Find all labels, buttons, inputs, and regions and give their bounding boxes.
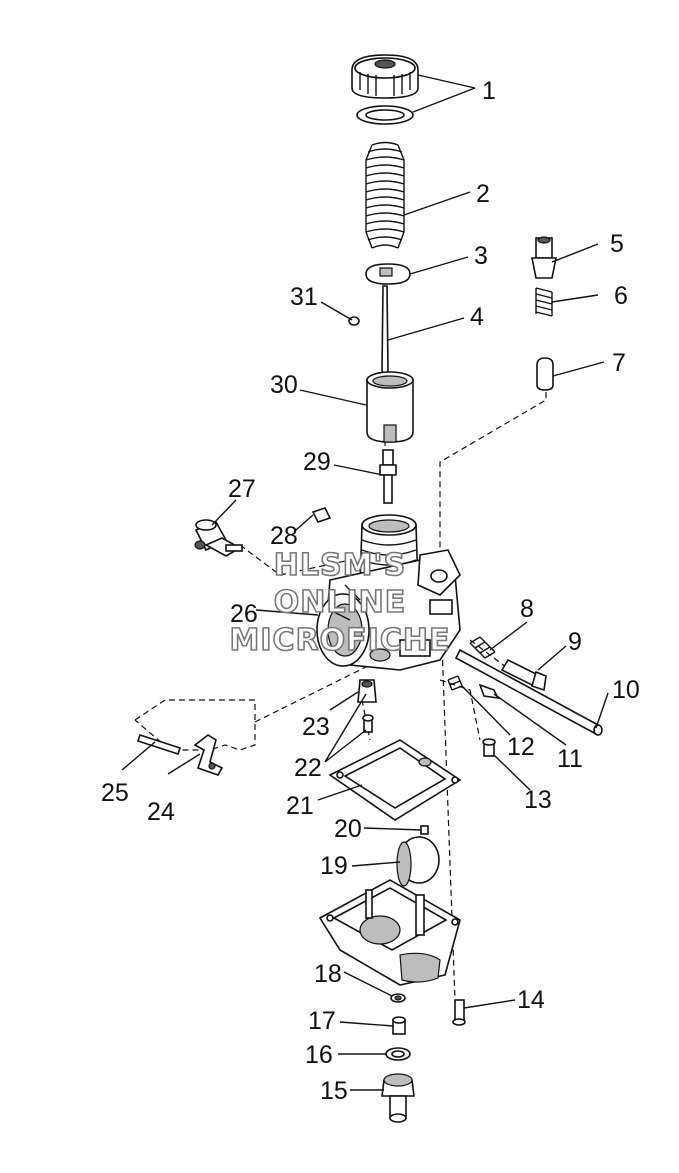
callout-20: 20 (334, 815, 362, 843)
part-20-pin (420, 825, 429, 835)
part-9-pilot-screw (500, 658, 547, 692)
callout-labels: 1 2 3 4 5 6 7 8 9 10 11 12 13 14 15 16 1… (101, 77, 640, 1105)
part-24-float-arm (193, 734, 224, 776)
part-18-washer (390, 993, 406, 1003)
part-22-jet (362, 714, 374, 733)
part-2-spring (365, 141, 405, 249)
callout-31: 31 (290, 283, 318, 311)
callout-14: 14 (517, 986, 545, 1014)
callout-23: 23 (302, 713, 330, 741)
part-4-needle (381, 285, 389, 383)
callout-10: 10 (612, 676, 640, 704)
leader-lines (121, 74, 609, 1091)
callout-5: 5 (610, 230, 624, 258)
callout-4: 4 (470, 303, 484, 331)
watermark-line-3: MICROFICHE (230, 623, 451, 658)
part-5-screw (531, 236, 557, 279)
callout-28: 28 (270, 522, 298, 550)
part-12-spring (447, 675, 463, 691)
callout-13: 13 (524, 786, 552, 814)
part-25-pin (136, 733, 182, 756)
callout-27: 27 (228, 475, 256, 503)
watermark: HLSM'S ONLINE MICROFICHE (229, 547, 451, 659)
part-30-throttle-slide (366, 371, 414, 443)
part-14-screw (452, 999, 466, 1026)
part-3-retainer (365, 263, 411, 285)
part-7-plunger (536, 357, 554, 391)
callout-30: 30 (270, 371, 298, 399)
part-1-cap (351, 54, 419, 125)
callout-3: 3 (474, 242, 488, 270)
float-bowl (318, 879, 461, 986)
part-13-screw (482, 738, 496, 757)
callout-29: 29 (303, 448, 331, 476)
part-10-rod (454, 648, 603, 736)
callout-6: 6 (614, 282, 628, 310)
callout-7: 7 (612, 349, 626, 377)
part-6-spring (535, 287, 553, 317)
callout-21: 21 (286, 792, 314, 820)
callout-1: 1 (482, 77, 496, 105)
part-28-cap (311, 507, 332, 523)
callout-22: 22 (294, 754, 322, 782)
callout-26: 26 (230, 600, 258, 628)
callout-8: 8 (520, 595, 534, 623)
callout-11: 11 (557, 745, 583, 773)
part-19-float (396, 836, 440, 887)
part-17-jet (392, 1016, 406, 1035)
callout-24: 24 (147, 798, 175, 826)
part-27-choke (194, 519, 243, 557)
callout-17: 17 (308, 1007, 336, 1035)
part-16-o-ring (385, 1047, 411, 1061)
callout-25: 25 (101, 779, 129, 807)
part-8-spring (469, 636, 496, 659)
part-31-clip (348, 316, 360, 326)
part-15-plug (381, 1073, 415, 1123)
part-23-main-jet (357, 679, 377, 703)
callout-9: 9 (568, 628, 582, 656)
watermark-line-2: ONLINE (274, 585, 407, 620)
callout-19: 19 (320, 852, 348, 880)
callout-16: 16 (305, 1041, 333, 1069)
callout-15: 15 (320, 1077, 348, 1105)
callout-18: 18 (314, 960, 342, 988)
carburetor-body (316, 514, 461, 671)
callout-12: 12 (507, 733, 535, 761)
part-21-gasket (328, 739, 462, 821)
watermark-line-1: HLSM'S (274, 548, 406, 583)
part-11-jet (478, 683, 500, 700)
part-29-needle-jet (379, 449, 397, 504)
callout-2: 2 (476, 180, 490, 208)
